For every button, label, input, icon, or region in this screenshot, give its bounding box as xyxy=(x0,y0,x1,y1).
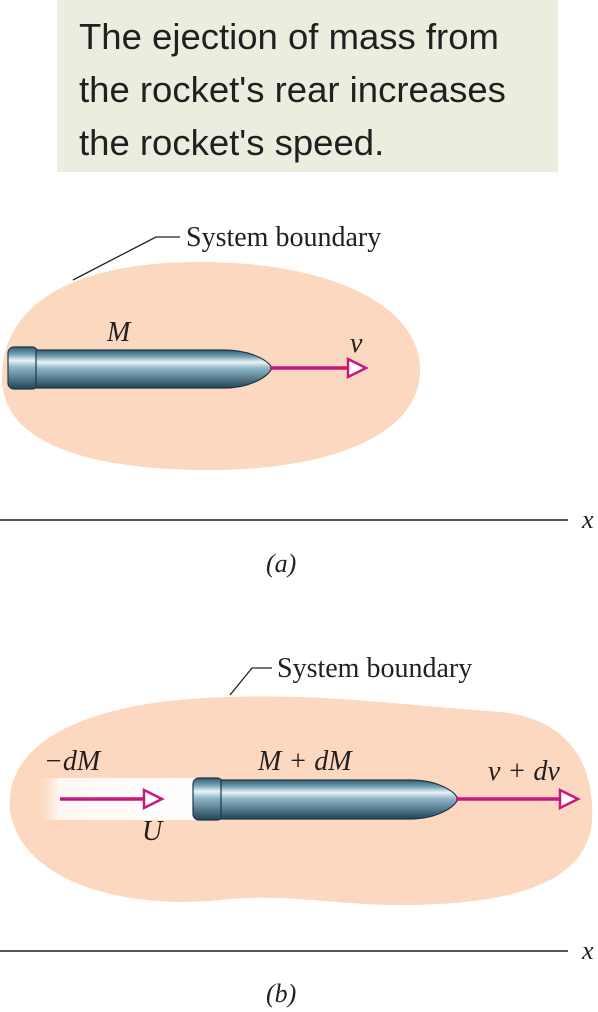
boundary-leader-a xyxy=(72,236,180,281)
boundary-label-b: System boundary xyxy=(277,653,472,684)
rocket-body-b xyxy=(220,779,459,820)
axis-label-a: x xyxy=(581,505,594,534)
axis-label-b: x xyxy=(581,936,594,965)
rocket-nozzle-b xyxy=(192,777,224,821)
rocket-body-a xyxy=(35,349,273,389)
rocket-nozzle-a xyxy=(7,346,39,390)
caption-box: The ejection of mass from the rocket's r… xyxy=(57,0,558,172)
panel-b: System boundary −dM U M + dM v + dv x (b… xyxy=(0,653,594,1008)
velocity-arrow-a xyxy=(270,356,369,380)
caption-line-3: the rocket's speed. xyxy=(79,122,385,163)
panel-a: System boundary M v x (a) xyxy=(0,222,594,578)
rocket-a xyxy=(7,346,273,390)
boundary-leader-b xyxy=(229,667,272,696)
panel-label-a: (a) xyxy=(266,549,296,578)
rocket-b xyxy=(192,777,459,821)
caption-line-1: The ejection of mass from xyxy=(79,16,499,57)
velocity-label-a: v xyxy=(350,328,363,359)
caption-text: The ejection of mass from the rocket's r… xyxy=(79,10,506,169)
ejected-mass-label-b: −dM xyxy=(44,746,102,777)
velocity-label-b: v + dv xyxy=(488,756,560,787)
exhaust-velocity-arrow-b xyxy=(60,787,165,811)
velocity-arrow-b xyxy=(456,787,581,811)
boundary-label-a: System boundary xyxy=(186,222,381,253)
exhaust-velocity-label-b: U xyxy=(142,816,164,847)
panel-label-b: (b) xyxy=(266,979,296,1008)
mass-label-a: M xyxy=(106,317,132,348)
caption-line-2: the rocket's rear increases xyxy=(79,69,506,110)
mass-label-b: M + dM xyxy=(257,746,353,777)
